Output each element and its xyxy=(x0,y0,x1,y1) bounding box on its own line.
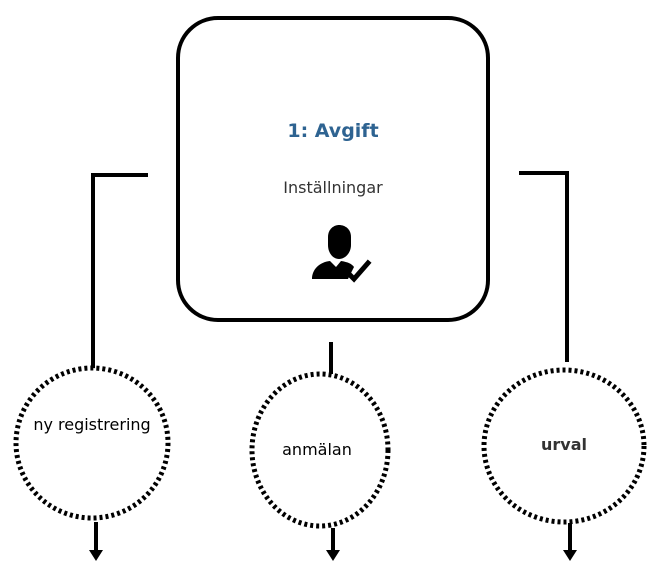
node-circle-urval xyxy=(481,367,647,525)
node-label-anmalan: anmälan xyxy=(282,439,352,459)
arrow-down-center xyxy=(326,528,340,561)
main-box-title: 1: Avgift xyxy=(287,120,379,142)
arrow-down-right xyxy=(563,523,577,561)
connector-left xyxy=(91,173,148,372)
connector-right xyxy=(519,171,569,362)
arrow-down-left xyxy=(89,522,103,561)
main-box: 1: Avgift Inställningar xyxy=(176,16,490,322)
node-circle-ny-registrering xyxy=(13,365,171,521)
node-label-urval: urval xyxy=(541,434,587,454)
node-label-ny-registrering: ny registrering xyxy=(33,414,151,434)
node-circle-anmalan xyxy=(249,371,391,529)
user-check-icon xyxy=(312,225,372,283)
main-box-subtitle: Inställningar xyxy=(283,178,383,197)
